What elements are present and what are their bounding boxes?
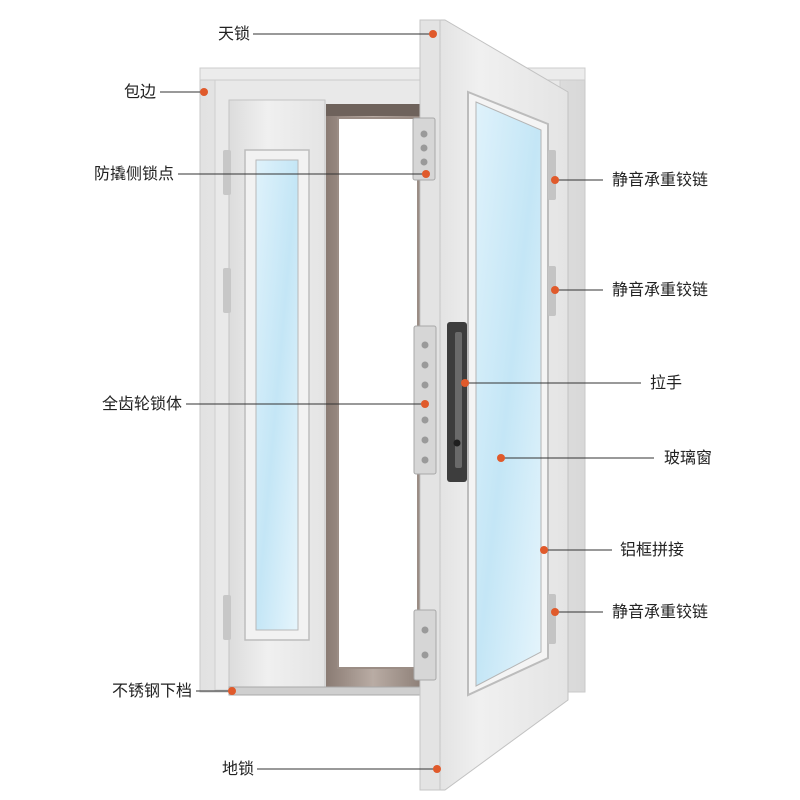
handle-marker <box>461 379 469 387</box>
trim-edge-marker <box>200 88 208 96</box>
lower-lock-point-icon <box>413 609 437 681</box>
label-anti-pry-lock-point: 防撬侧锁点 <box>93 164 174 183</box>
gear-lock-marker <box>421 400 429 408</box>
label-trim-edge: 包边 <box>123 82 156 101</box>
aluminum-frame-marker <box>540 546 548 554</box>
hinge-top-icon <box>548 150 556 200</box>
anti-pry-marker <box>422 170 430 178</box>
label-silent-hinge-top: 静音承重铰链 <box>612 170 709 189</box>
glass-window <box>475 101 542 687</box>
label-stainless-bottom-bar: 不锈钢下档 <box>111 681 192 700</box>
glass-window-marker <box>497 454 505 462</box>
top-lock-marker <box>429 30 437 38</box>
side-leaf-hinge-icon <box>223 595 231 640</box>
hinge-bottom-icon <box>548 594 556 644</box>
hinge-middle-marker <box>551 286 559 294</box>
keyhole-icon <box>453 439 461 447</box>
stainless-bottom-bar <box>228 686 430 696</box>
leader-lines <box>160 33 654 770</box>
doorway-opening <box>326 104 420 688</box>
bottom-bar-marker <box>228 687 236 695</box>
hinge-top-marker <box>551 176 559 184</box>
side-leaf <box>223 99 326 689</box>
label-glass-window: 玻璃窗 <box>664 448 713 467</box>
side-leaf-hinge-icon <box>223 150 231 195</box>
label-silent-hinge-bottom: 静音承重铰链 <box>612 602 709 621</box>
label-ground-lock: 地锁 <box>221 759 254 778</box>
main-door-leaf <box>412 19 569 791</box>
marker-dots <box>200 30 559 773</box>
ground-lock-marker <box>433 765 441 773</box>
label-silent-hinge-middle: 静音承重铰链 <box>612 280 709 299</box>
label-full-gear-lock-body: 全齿轮锁体 <box>101 394 182 413</box>
side-leaf-hinge-icon <box>223 268 231 313</box>
label-handle: 拉手 <box>650 373 683 392</box>
label-top-lock: 天锁 <box>217 24 250 43</box>
label-aluminum-frame-joint: 铝框拼接 <box>620 540 685 559</box>
hinge-bottom-marker <box>551 608 559 616</box>
